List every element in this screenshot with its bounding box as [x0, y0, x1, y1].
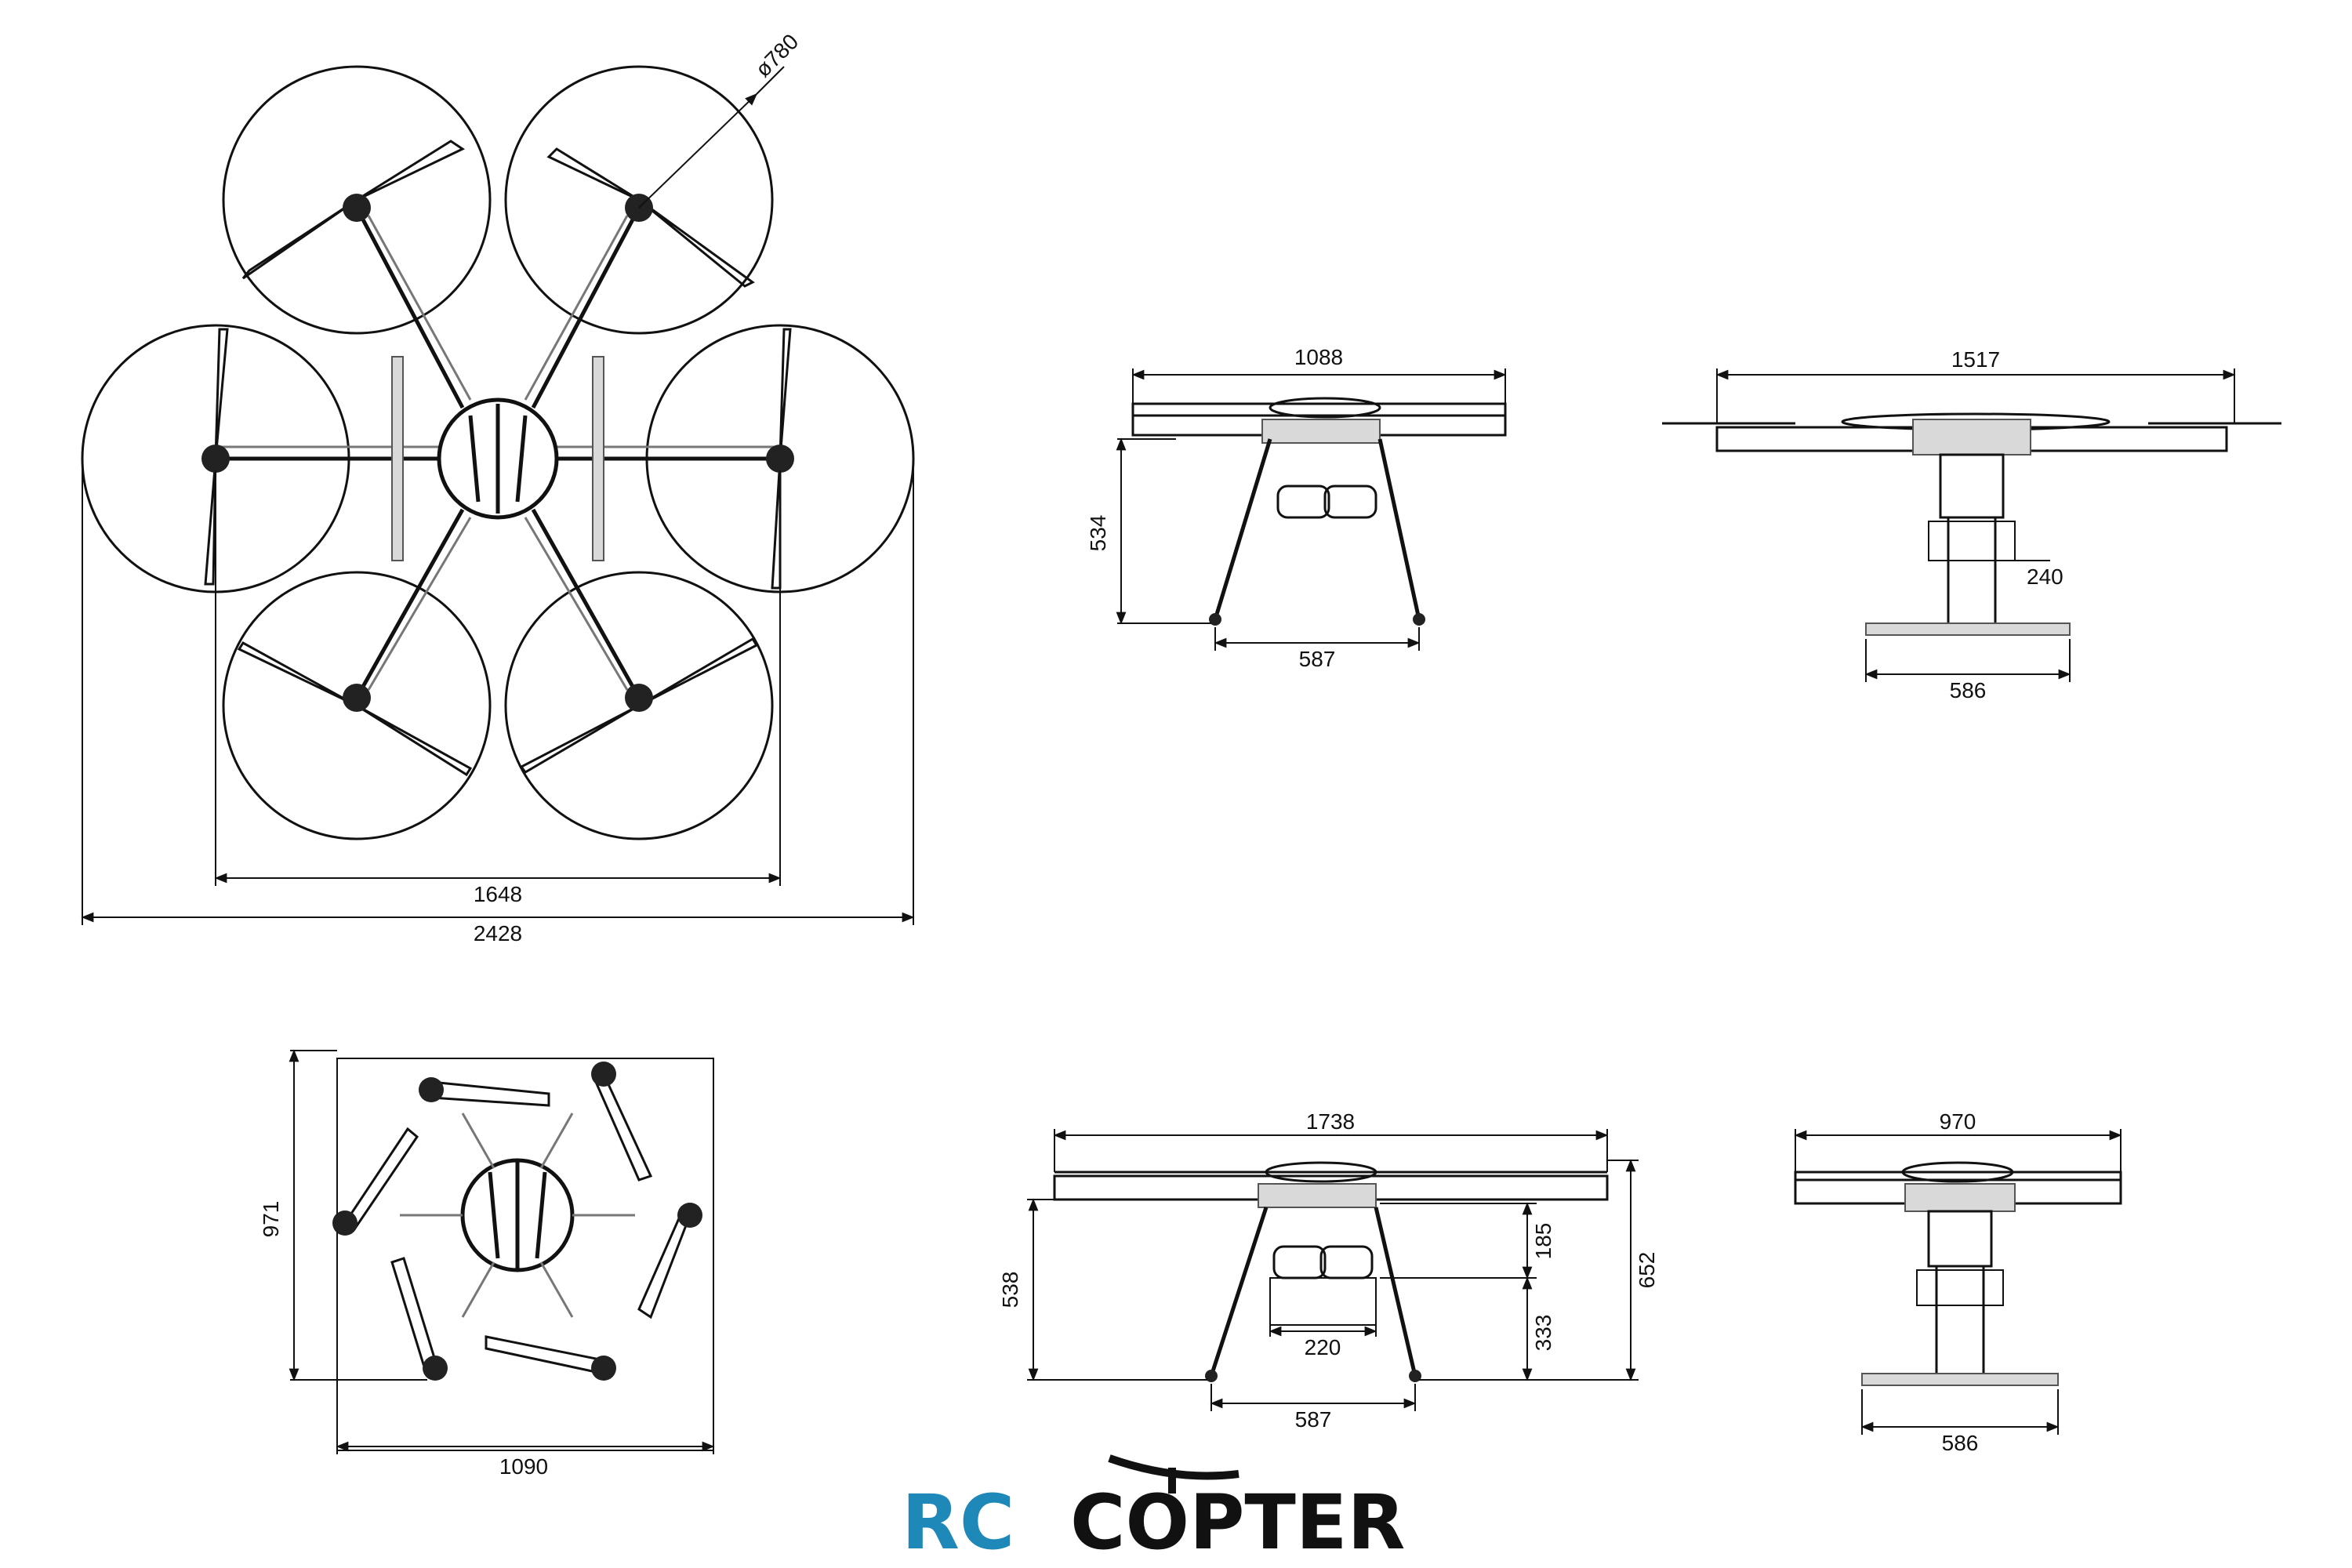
logo-copter-text: COPTER: [1070, 1479, 1405, 1566]
front-b-skid-label: 586: [1942, 1431, 1979, 1455]
front-view-b: 970 586: [1794, 1109, 2122, 1455]
prop-disc: [504, 571, 774, 840]
span-motor-label: 1648: [474, 882, 522, 906]
logo-rc-text: RC: [902, 1479, 1014, 1566]
side-a-width-label: 1088: [1294, 345, 1343, 369]
prop-disc: [222, 65, 492, 335]
front-a-width-label: 1517: [1951, 347, 2000, 372]
front-a-tank-label: 240: [2027, 564, 2063, 589]
side-view-b: 1738 538 220 587 185 333 652: [998, 1109, 1659, 1432]
side-b-height-total-label: 652: [1635, 1252, 1659, 1289]
side-b-height-left-label: 538: [998, 1272, 1022, 1308]
folded-height-label: 971: [259, 1201, 283, 1238]
front-view-a: 1517 240 586: [1662, 347, 2281, 702]
prop-disc: [222, 571, 492, 840]
rc-copter-logo: RC COPTER: [902, 1454, 1405, 1566]
side-b-arm-drop-label: 185: [1531, 1223, 1555, 1260]
side-b-width-label: 1738: [1306, 1109, 1355, 1134]
folded-view: 971 1090: [259, 1049, 715, 1479]
front-b-width-label: 970: [1940, 1109, 1976, 1134]
span-overall-label: 2428: [474, 921, 522, 946]
side-a-height-label: 534: [1086, 515, 1110, 552]
side-a-gear-label: 587: [1299, 647, 1336, 671]
prop-disc: [504, 65, 774, 335]
top-view: ø780 1648 2428: [81, 29, 915, 946]
front-a-skid-label: 586: [1950, 678, 1987, 702]
folded-width-label: 1090: [499, 1454, 548, 1479]
side-b-gear-label: 587: [1295, 1407, 1332, 1432]
side-b-tank-height-label: 333: [1531, 1315, 1555, 1352]
side-view-a: 1088 534 587: [1086, 345, 1507, 671]
side-b-tank-label: 220: [1305, 1335, 1341, 1359]
